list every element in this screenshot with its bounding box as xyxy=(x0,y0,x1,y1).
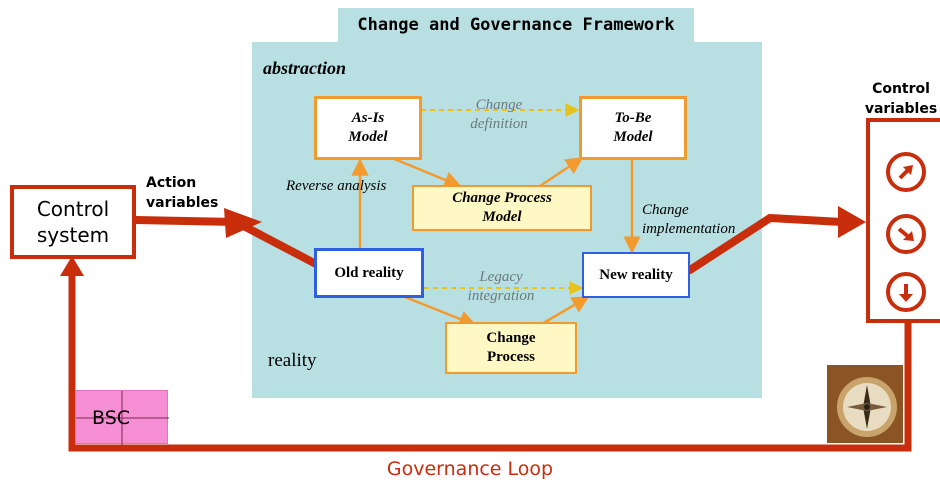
old-to-change-process-arrow xyxy=(404,295,477,328)
cpm-to-tobe-arrow xyxy=(539,156,584,188)
reality-label: reality xyxy=(268,350,317,371)
control-variables-panel xyxy=(866,118,940,323)
bsc-box: BSC xyxy=(75,390,169,445)
abstraction-label: abstraction xyxy=(263,58,347,78)
governance-loop-label: Governance Loop xyxy=(386,458,554,480)
new-reality-node: New reality xyxy=(582,252,690,298)
loop-arrowhead-left xyxy=(60,256,84,276)
gauge-down-right-icon xyxy=(886,214,926,254)
gauge-down-icon xyxy=(886,272,926,312)
diagram-title: Change and Governance Framework xyxy=(338,8,694,42)
asis-to-cpm-arrow xyxy=(391,156,462,189)
gauge-up-icon xyxy=(886,152,926,192)
old-reality-node: Old reality xyxy=(314,248,424,298)
reverse-analysis-label: Reverse analysis xyxy=(286,178,387,194)
bsc-label: BSC xyxy=(92,407,131,429)
compass-icon xyxy=(827,365,903,443)
loop-arrowhead-control xyxy=(838,206,866,238)
change-process-to-new-arrow xyxy=(539,295,590,327)
loop-arrowhead-action xyxy=(224,208,262,238)
